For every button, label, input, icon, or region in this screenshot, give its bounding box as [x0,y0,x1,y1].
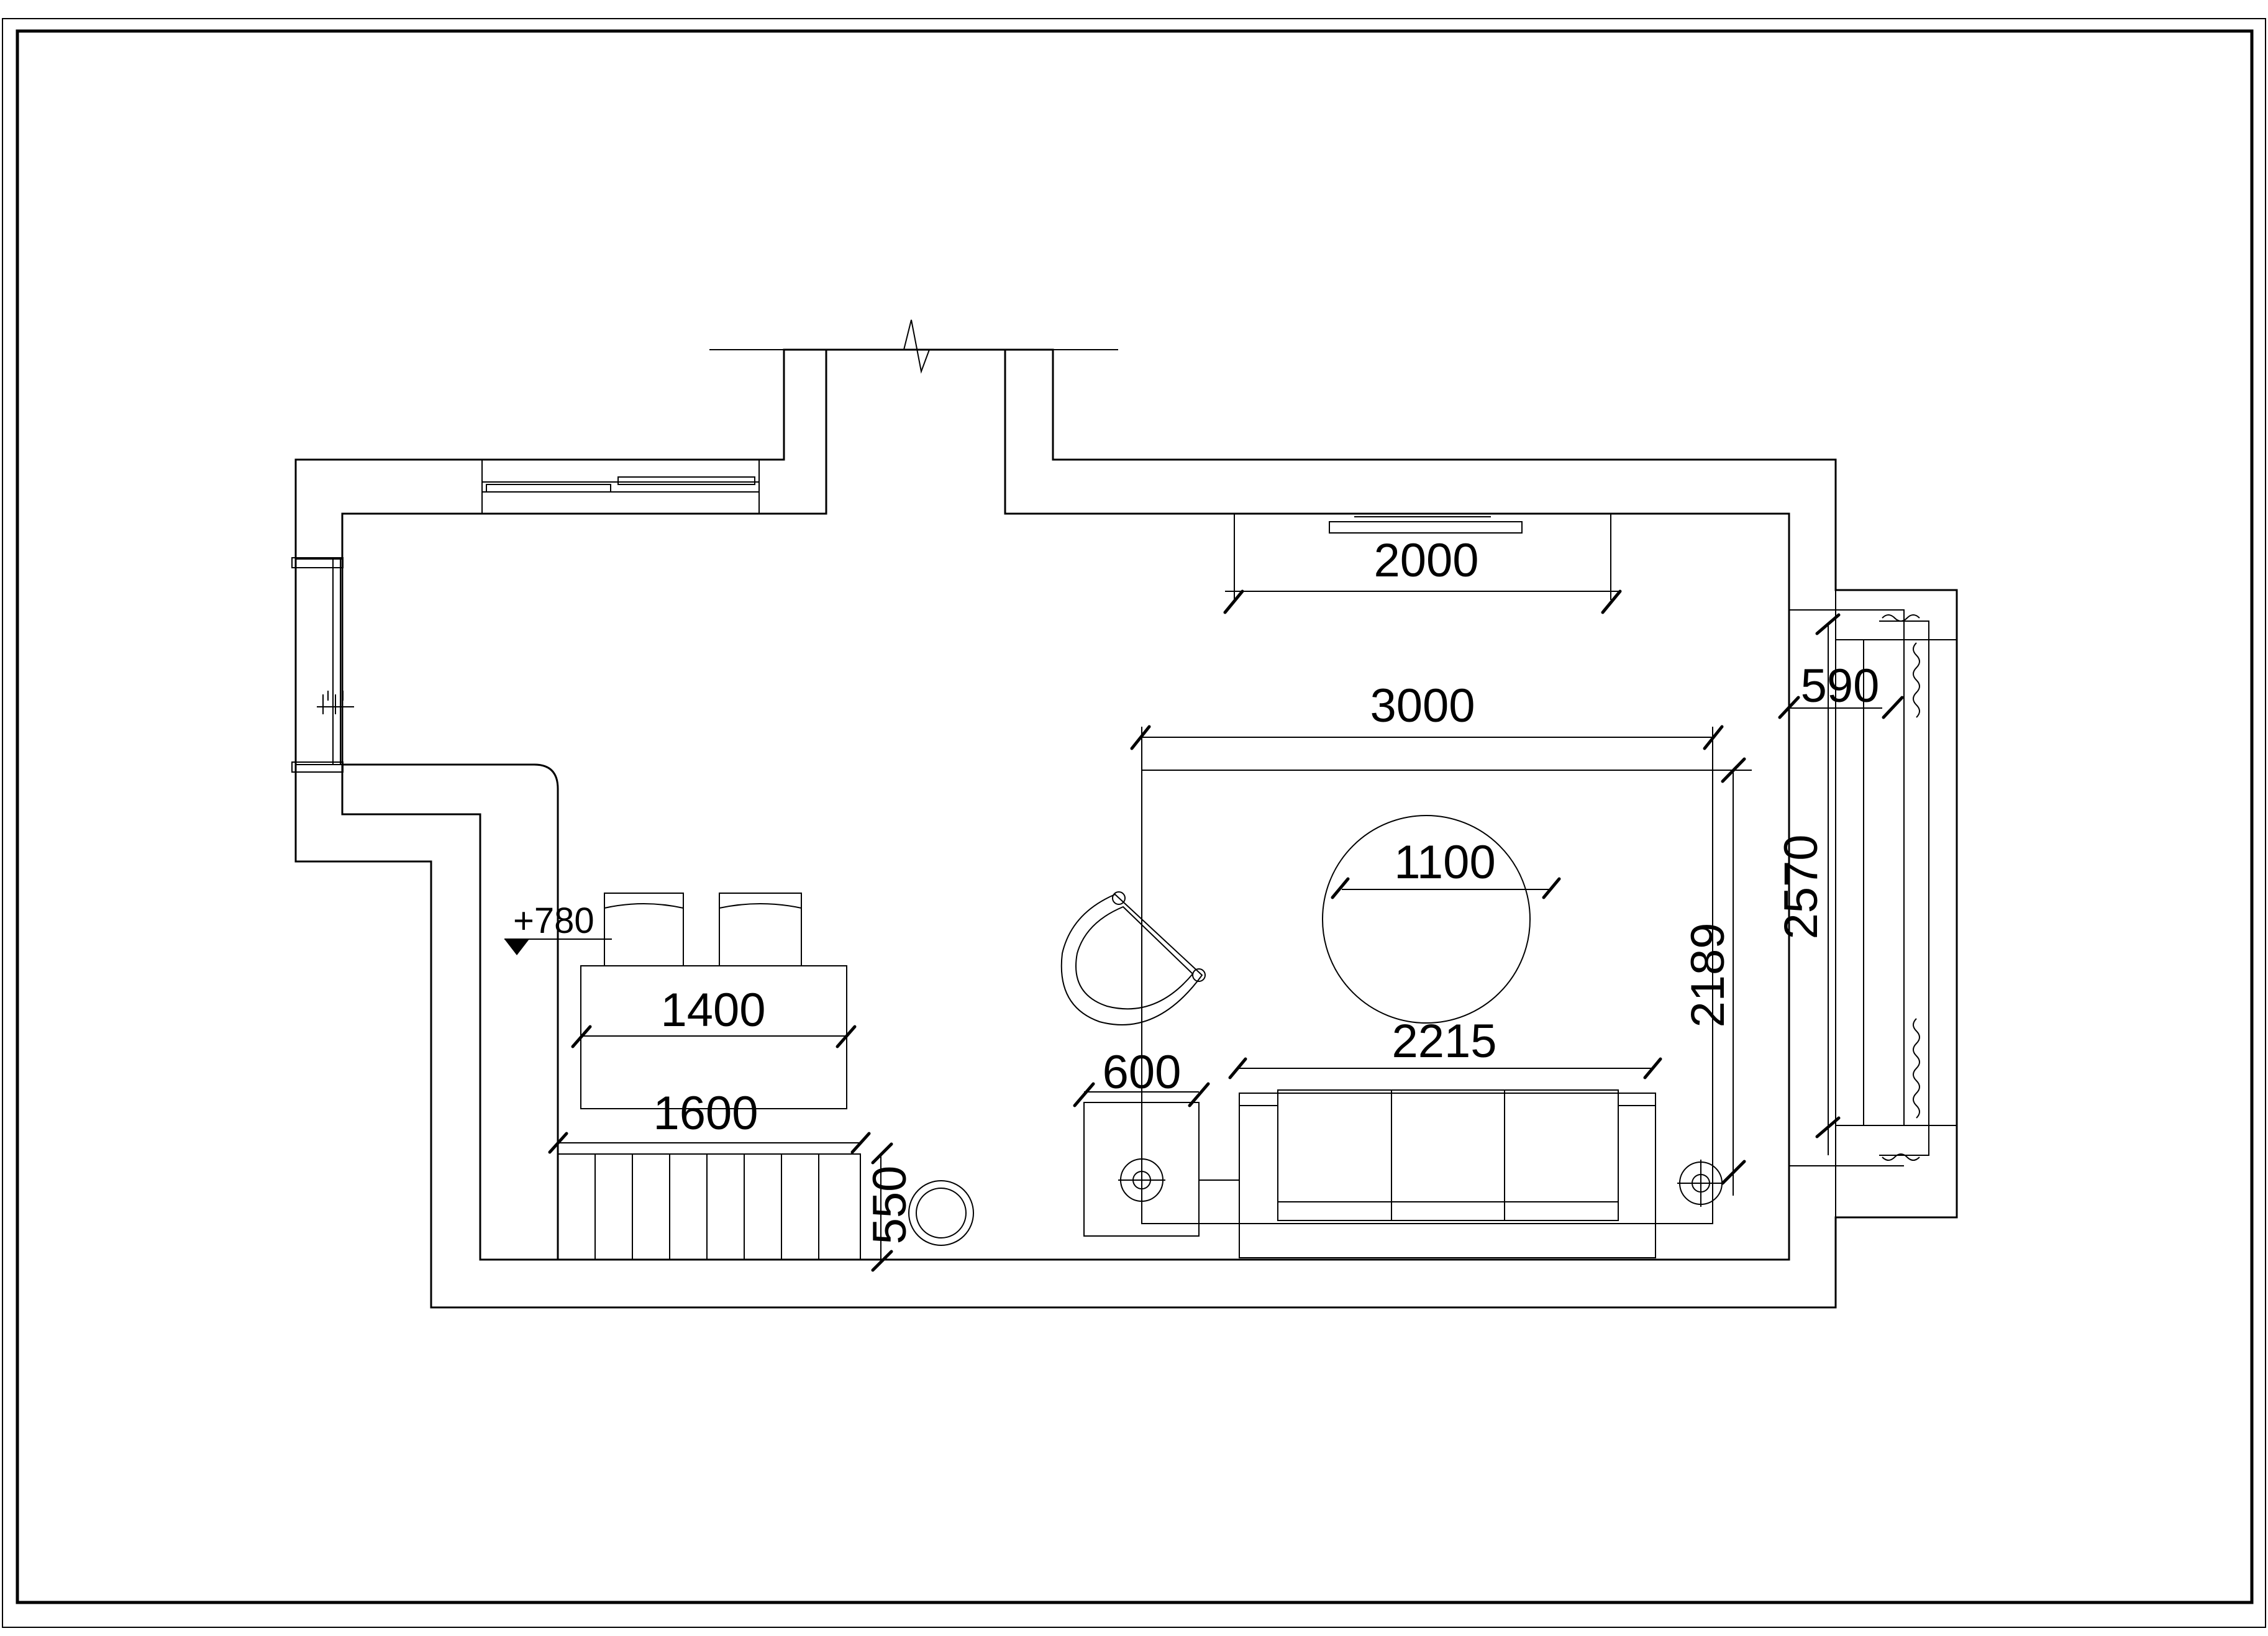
coffee-table-dimension: 1100 [1394,836,1495,889]
tv-wall-dimension: 2000 [1373,534,1478,587]
balcony-depth-dimension: 590 [1801,660,1880,712]
cabinet-depth-dimension: 550 [863,1166,916,1245]
left-window [291,557,354,773]
side-table-dimension: 600 [1103,1046,1182,1099]
inner-wall-4 [557,512,1790,1261]
inner-wall-2 [341,348,827,766]
tv-unit: 2000 [1223,514,1622,614]
floor-lamp [1677,1160,1724,1207]
rug-width-dimension: 3000 [1370,679,1475,732]
balcony-length-dimension: 2570 [1775,834,1828,939]
balcony: 590 2570 [1775,589,1957,1218]
walls [294,319,1958,1309]
armchair [1060,891,1206,1025]
desk-dimension: 1400 [660,984,765,1037]
coffee-table: 1100 [1322,815,1561,1024]
rug-depth-dimension: 2189 [1682,922,1734,1027]
desk-area: 1400 +780 [504,893,857,1109]
level-mark: +780 [513,901,594,941]
cabinet-dimension: 1600 [653,1087,758,1140]
rug-area: 3000 2189 [1130,679,1752,1224]
side-table: 600 [1073,1022,1239,1237]
inner-wall-3 [341,763,559,1261]
corridor-top-line [709,319,1118,374]
sofa: 2215 [1228,1015,1662,1258]
sofa-dimension: 2215 [1391,1015,1496,1068]
top-window [481,459,760,514]
low-cabinet: 1600 550 [548,1087,974,1272]
drawing-frame [2,18,2266,1628]
